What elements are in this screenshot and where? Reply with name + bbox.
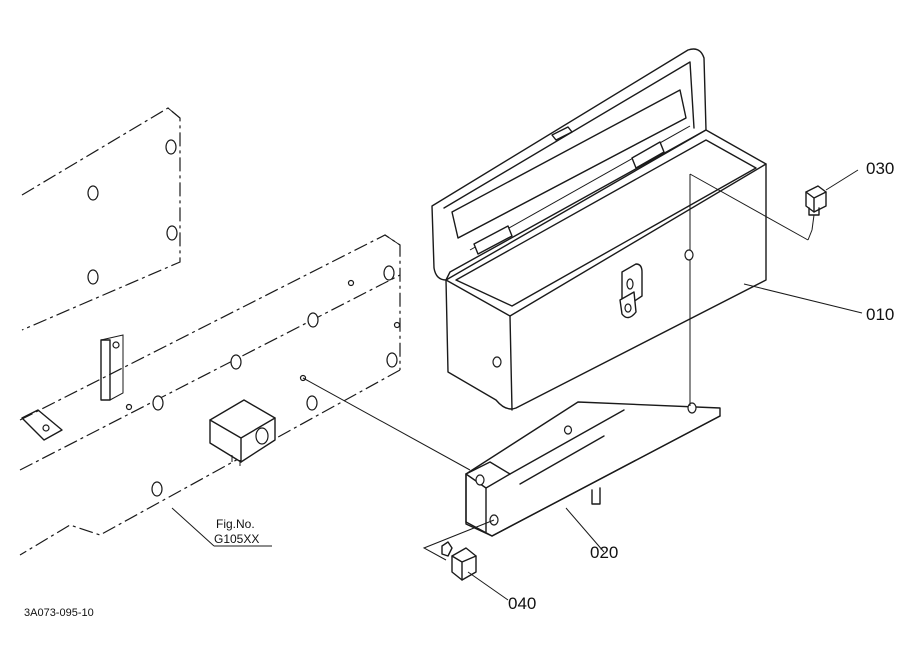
frame-to-bracket-leader (302, 377, 471, 471)
leader-010 (743, 283, 863, 314)
bolt-030 (805, 169, 859, 241)
figure-ref-line1: Fig.No. (216, 517, 255, 531)
upper-frame-plate (21, 107, 181, 331)
label-030: 030 (866, 159, 894, 178)
mounting-bracket (465, 262, 721, 537)
lower-frame-rail (19, 234, 401, 556)
leader-020 (565, 507, 605, 553)
drawing-code: 3A073-095-10 (24, 607, 94, 619)
label-010: 010 (866, 305, 894, 324)
bolt-040 (422, 519, 509, 601)
figure-ref-line2: G105XX (214, 532, 259, 546)
label-040: 040 (508, 594, 536, 613)
tool-box (431, 48, 809, 411)
label-020: 020 (590, 543, 618, 562)
threaded-block (209, 399, 276, 466)
figure-ref-leader (171, 507, 272, 547)
